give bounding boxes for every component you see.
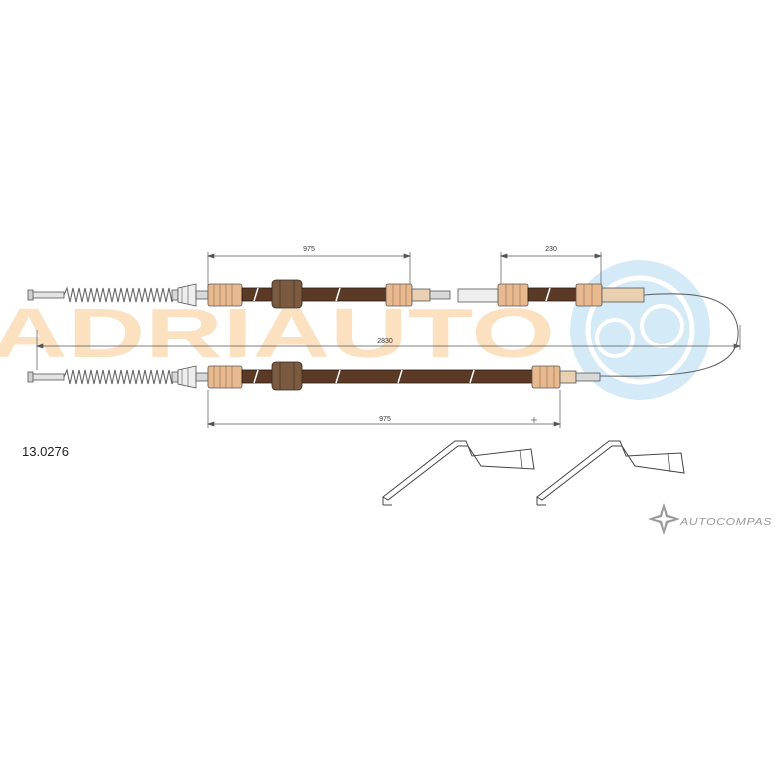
upper-retaining-clip [171,283,209,307]
dimension-label-overall: 2830 [377,338,393,345]
dimension-label-top-left: 975 [303,246,315,253]
upper-end-fitting-left [207,283,243,307]
autocompas-logo: AUTOCOMPAS [648,503,772,535]
mounting-bracket-right [536,440,685,506]
part-number-label: 13.0276 [22,444,69,459]
lower-return-spring [63,368,175,385]
upper-sheath-right [527,287,577,302]
upper-adjuster [457,283,529,307]
connecting-inner-cable [599,293,739,377]
dimension-label-bottom: 975 [379,416,391,423]
autocompas-emblem-icon [648,503,680,535]
lower-end-fitting-right [531,365,601,389]
lower-grommet [271,361,303,391]
upper-cable [27,279,645,309]
dimension-label-top-right: 230 [545,246,557,253]
lower-cable [27,361,601,391]
mounting-bracket-left [382,440,535,506]
upper-grommet [271,279,303,309]
lower-retaining-clip [171,365,209,389]
upper-return-spring [63,286,175,303]
lower-end-pin [27,371,65,383]
autocompas-wordmark: AUTOCOMPAS [679,517,772,528]
dimension-lines [35,252,742,428]
upper-middle-fitting [385,283,451,307]
upper-sheath-left [241,287,387,302]
lower-end-fitting-left [207,365,243,389]
upper-end-fitting-right [575,283,645,307]
